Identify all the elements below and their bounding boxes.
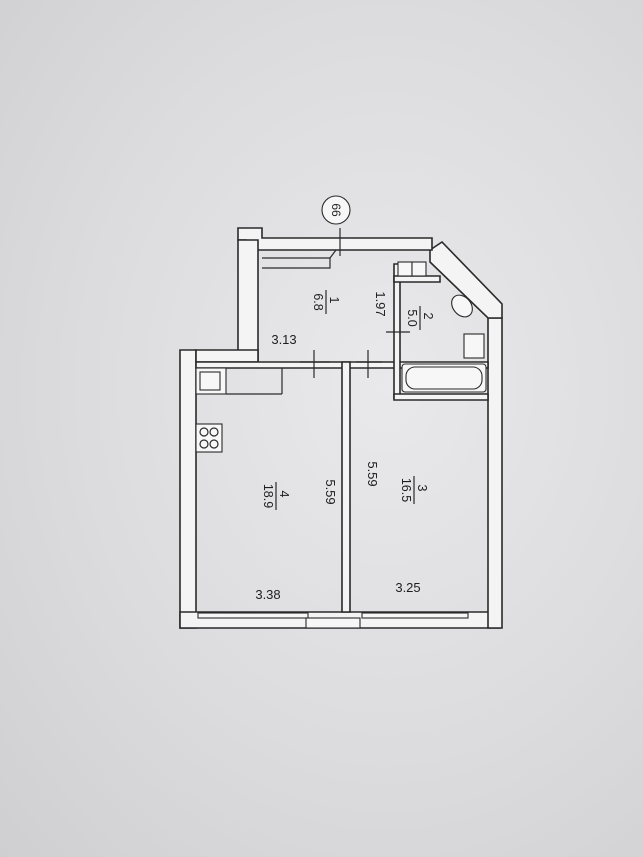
- left-wall: [179, 349, 197, 629]
- burner-icon: [199, 439, 209, 449]
- burner-icon: [209, 439, 219, 449]
- burner-icon: [199, 427, 209, 437]
- room-number: 2: [421, 313, 435, 320]
- bathroom-left-wall: [393, 263, 401, 399]
- dim-hall-width: 3.13: [271, 332, 296, 347]
- bathroom-fixtures: [397, 261, 487, 393]
- axis-bubble: [321, 195, 351, 225]
- room-number: 4: [277, 491, 291, 498]
- washbasin: [463, 333, 485, 359]
- room-label-4: 4 18.9: [261, 482, 291, 510]
- top-wall: [237, 227, 433, 251]
- axis-label: 66: [329, 203, 343, 217]
- bedroom-window: [361, 612, 469, 619]
- room-area: 18.9: [261, 484, 275, 508]
- shaft-box: [397, 261, 413, 277]
- hall-left-wall: [237, 239, 259, 363]
- room-area: 6.8: [311, 293, 325, 310]
- hall-niche-line: [262, 249, 337, 259]
- axis-marker: 66: [321, 195, 351, 225]
- bathroom-top-wall: [393, 275, 441, 283]
- right-wall: [487, 317, 503, 629]
- toilet-icon: [451, 294, 473, 318]
- bathtub-basin: [405, 366, 483, 390]
- kitchen-window: [197, 612, 309, 619]
- kitchen-top-left-wall: [195, 349, 259, 363]
- shaft-box-2: [411, 261, 427, 277]
- dimensions: 3.13 1.97 5.59 5.59 3.38 3.25: [255, 291, 420, 602]
- balcony-door: [305, 617, 361, 629]
- room-label-1: 1 6.8: [311, 290, 341, 314]
- burner-icon: [209, 427, 219, 437]
- dim-kitchen-width: 3.38: [255, 587, 280, 602]
- sink-basin: [199, 371, 221, 391]
- dim-kitchen-depth: 5.59: [323, 479, 338, 504]
- room-label-3: 3 16.5: [399, 476, 429, 504]
- windows: [197, 612, 469, 629]
- kitchen-bedroom-wall: [341, 361, 351, 613]
- kitchen-fixtures: [195, 367, 283, 453]
- dim-hall-depth: 1.97: [373, 291, 388, 316]
- diagonal-wall: [429, 240, 503, 319]
- room-area: 5.0: [405, 309, 419, 326]
- dim-bedroom-depth: 5.59: [365, 461, 380, 486]
- bathroom-bottom-wall: [393, 393, 489, 401]
- stove: [195, 423, 223, 453]
- hall-niche-line-2: [262, 258, 331, 269]
- room-number: 3: [415, 485, 429, 492]
- room-area: 16.5: [399, 478, 413, 502]
- outer-walls: [179, 227, 503, 629]
- dim-bedroom-width: 3.25: [395, 580, 420, 595]
- door-marks: [300, 228, 410, 378]
- room-label-2: 2 5.0: [405, 306, 435, 330]
- room-number: 1: [327, 297, 341, 304]
